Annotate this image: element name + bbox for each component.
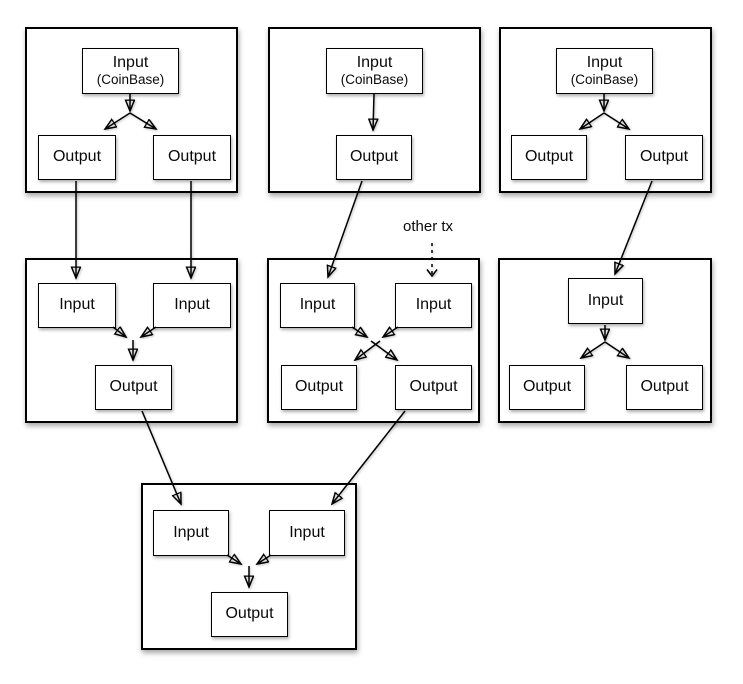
output-label: Output xyxy=(409,378,458,396)
output-label: Output xyxy=(639,148,689,166)
coinbase-input-node: Input (CoinBase) xyxy=(82,48,179,94)
input-label: Input xyxy=(174,296,210,314)
output-label: Output xyxy=(522,378,572,396)
output-node: Output xyxy=(395,365,472,410)
input-label: Input xyxy=(299,296,336,314)
input-node: Input xyxy=(395,283,472,328)
other-tx-label: other tx xyxy=(403,218,454,235)
input-label: Input xyxy=(173,523,209,541)
output-label: Output xyxy=(294,378,344,396)
input-label: Input xyxy=(356,54,393,72)
coinbase-input-node: Input (CoinBase) xyxy=(326,48,423,94)
transaction-box-bottom: Input Input Output xyxy=(141,483,357,650)
input-node: Input xyxy=(568,278,643,324)
transaction-box-top-left: Input (CoinBase) Output Output xyxy=(25,27,238,193)
output-node: Output xyxy=(511,135,587,180)
output-node: Output xyxy=(336,135,412,180)
output-node: Output xyxy=(509,365,585,410)
output-label: Output xyxy=(640,378,689,396)
output-label: Output xyxy=(167,148,217,166)
input-label: Input xyxy=(586,54,623,72)
coinbase-sublabel: (CoinBase) xyxy=(340,72,409,88)
input-node: Input xyxy=(153,510,229,556)
output-node: Output xyxy=(38,135,116,180)
output-label: Output xyxy=(225,605,274,623)
output-label: Output xyxy=(524,148,574,166)
coinbase-input-node: Input (CoinBase) xyxy=(556,48,653,94)
output-label: Output xyxy=(109,378,158,396)
input-label: Input xyxy=(112,54,149,72)
transaction-box-top-right: Input (CoinBase) Output Output xyxy=(499,27,712,193)
output-node: Output xyxy=(153,135,231,180)
input-node: Input xyxy=(153,283,231,328)
input-node: Input xyxy=(269,510,345,556)
coinbase-sublabel: (CoinBase) xyxy=(96,72,165,88)
input-label: Input xyxy=(415,296,452,314)
transaction-box-mid-middle: Input Input Output Output xyxy=(267,258,480,423)
input-label: Input xyxy=(289,523,325,541)
output-node: Output xyxy=(625,135,703,180)
output-node: Output xyxy=(211,592,288,637)
output-node: Output xyxy=(626,365,703,410)
output-node: Output xyxy=(281,365,357,410)
input-label: Input xyxy=(587,291,624,309)
transaction-box-top-middle: Input (CoinBase) Output xyxy=(268,27,481,193)
transaction-box-mid-left: Input Input Output xyxy=(25,258,238,423)
input-node: Input xyxy=(38,283,116,328)
transaction-box-mid-right: Input Output Output xyxy=(498,258,712,423)
output-label: Output xyxy=(52,148,102,166)
coinbase-sublabel: (CoinBase) xyxy=(570,72,639,88)
output-node: Output xyxy=(95,365,172,410)
input-node: Input xyxy=(280,283,355,328)
output-label: Output xyxy=(349,148,399,166)
input-label: Input xyxy=(59,296,95,314)
